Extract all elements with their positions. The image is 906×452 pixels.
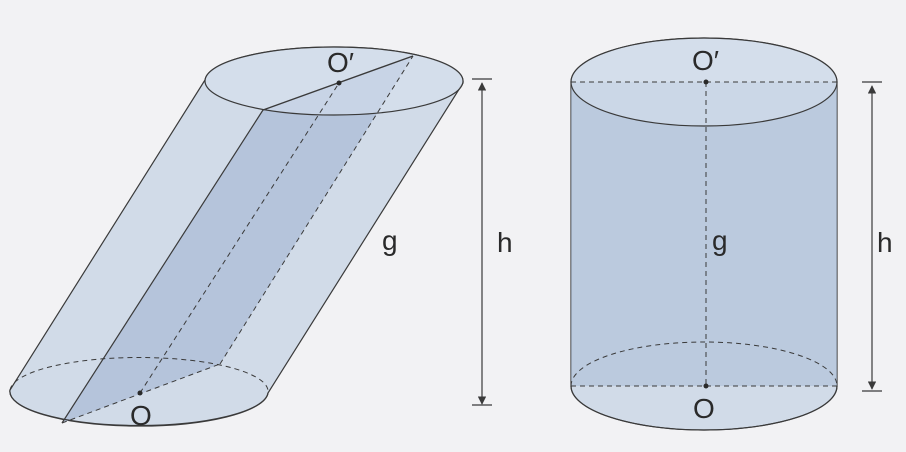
oblique-bottom-base-front (9, 389, 269, 427)
right-cylinder: O′ O g h (570, 37, 893, 431)
oblique-bottom-center-label: O (130, 400, 152, 431)
oblique-top-base (204, 46, 464, 116)
right-height-label: h (877, 227, 893, 258)
oblique-section-front-edge (61, 109, 264, 424)
oblique-generatrix-label: g (382, 225, 398, 256)
right-axial-section (571, 82, 837, 386)
right-bottom-center-point (703, 383, 709, 389)
right-bottom-base-front (570, 385, 838, 431)
oblique-cylinder: O′ O g h (9, 46, 513, 431)
right-bottom-base-back (570, 341, 838, 387)
oblique-top-center-label: O′ (327, 47, 354, 78)
oblique-bottom-center-point (137, 390, 143, 396)
oblique-top-center-point (336, 80, 342, 86)
right-bottom-center-label: O (693, 393, 715, 424)
oblique-axis (139, 82, 340, 394)
oblique-height-label: h (497, 227, 513, 258)
right-top-center-label: O′ (692, 45, 719, 76)
right-top-center-point (703, 79, 709, 85)
oblique-section-back-edge (219, 55, 414, 365)
oblique-axial-section (62, 56, 413, 423)
right-generatrix-label: g (712, 225, 728, 256)
